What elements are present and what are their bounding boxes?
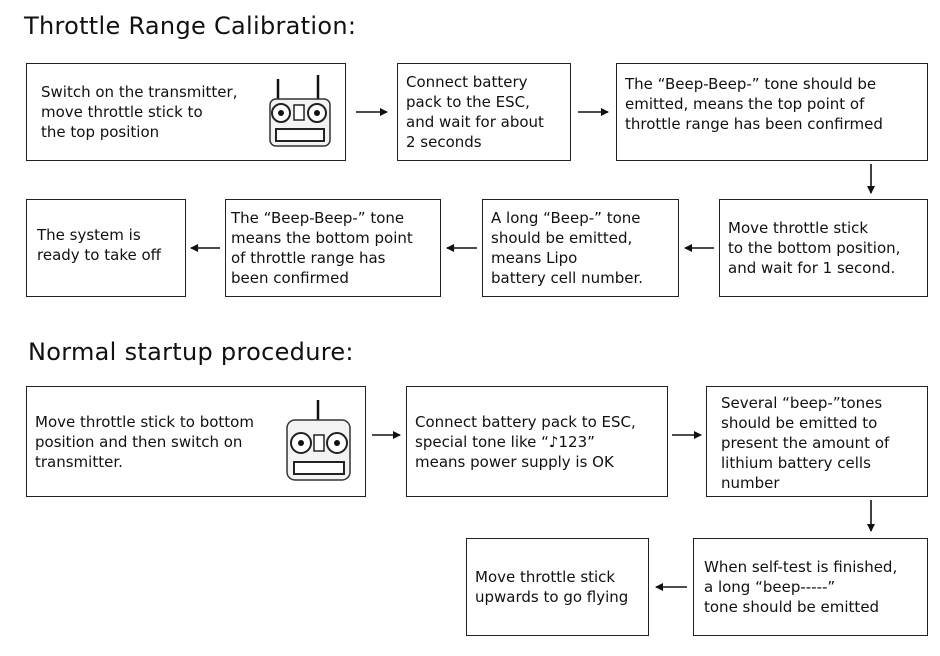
calibration-step-7: The system is ready to take off xyxy=(26,199,186,297)
startup-step-4-text: When self-test is finished, a long “beep… xyxy=(704,558,898,616)
calibration-step-6-text: The “Beep-Beep-” tone means the bottom p… xyxy=(231,209,413,287)
startup-step-4: When self-test is finished, a long “beep… xyxy=(693,538,928,636)
startup-step-1-text: Move throttle stick to bottom position a… xyxy=(35,412,254,471)
calibration-step-5-text: A long “Beep-” tone should be emitted, m… xyxy=(491,209,644,287)
calibration-step-5: A long “Beep-” tone should be emitted, m… xyxy=(482,199,679,297)
startup-step-3-text: Several “beep-”tones should be emitted t… xyxy=(721,394,890,492)
calibration-step-4: Move throttle stick to the bottom positi… xyxy=(719,199,928,297)
startup-step-2: Connect battery pack to ESC, special ton… xyxy=(406,386,668,497)
calibration-step-2-text: Connect battery pack to the ESC, and wai… xyxy=(406,73,544,151)
calibration-step-3: The “Beep-Beep-” tone should be emitted,… xyxy=(616,63,928,161)
transmitter-stick-up-icon xyxy=(269,75,331,147)
startup-step-5: Move throttle stick upwards to go flying xyxy=(466,538,649,636)
startup-step-5-text: Move throttle stick upwards to go flying xyxy=(475,568,629,606)
calibration-step-4-text: Move throttle stick to the bottom positi… xyxy=(728,219,901,277)
calibration-step-2: Connect battery pack to the ESC, and wai… xyxy=(397,63,571,161)
section-title-calibration: Throttle Range Calibration: xyxy=(24,12,357,40)
calibration-step-7-text: The system is ready to take off xyxy=(37,226,161,264)
calibration-step-1-text: Switch on the transmitter, move throttle… xyxy=(41,83,238,141)
transmitter-stick-down-icon xyxy=(286,400,351,481)
startup-step-2-text: Connect battery pack to ESC, special ton… xyxy=(415,412,636,471)
section-title-startup: Normal startup procedure: xyxy=(28,338,354,366)
calibration-step-3-text: The “Beep-Beep-” tone should be emitted,… xyxy=(625,75,883,133)
calibration-step-6: The “Beep-Beep-” tone means the bottom p… xyxy=(225,199,441,297)
startup-step-3: Several “beep-”tones should be emitted t… xyxy=(706,386,928,497)
